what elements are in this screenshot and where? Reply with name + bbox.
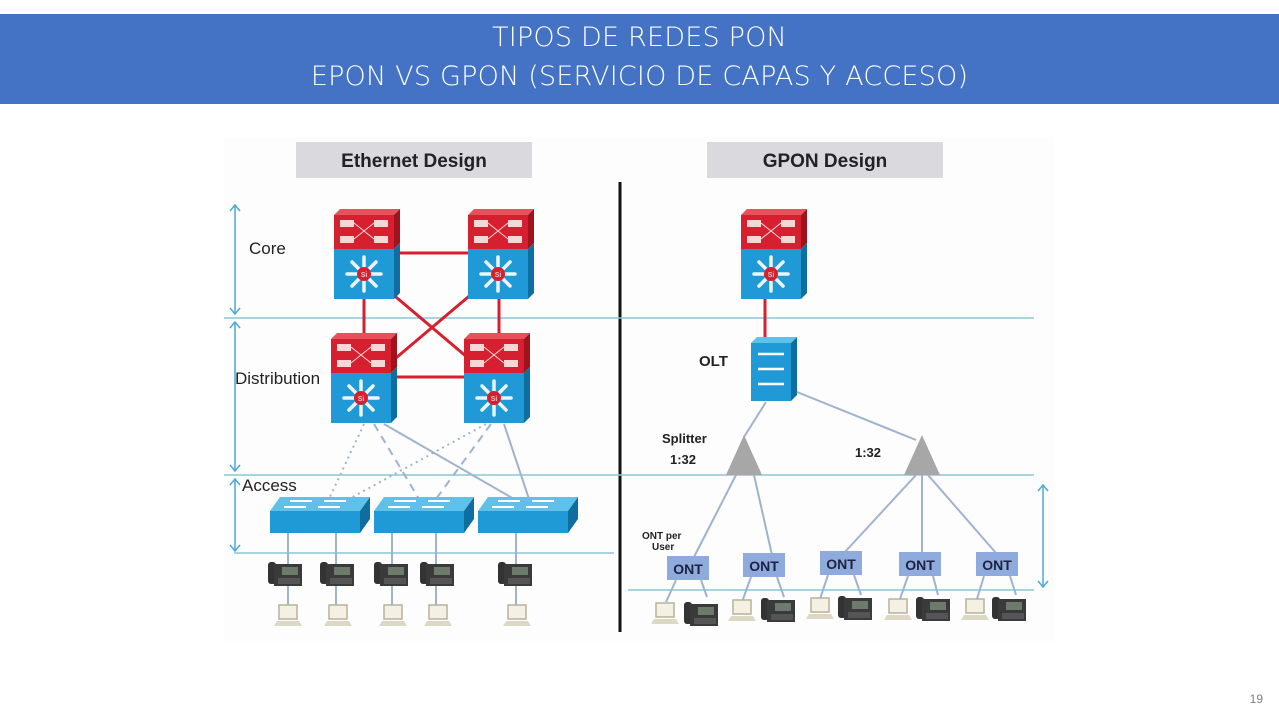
phone-icon	[320, 562, 354, 586]
gpon-header-box	[707, 142, 943, 178]
splitter-ont-links	[693, 474, 997, 558]
red-links	[362, 251, 767, 379]
splitter-ratio-1: 1:32	[670, 452, 696, 467]
layer-label-distribution: Distribution	[235, 369, 320, 388]
ont-list: ONT ONT ONT ONT ONT	[667, 551, 1018, 580]
computer-icon	[378, 604, 408, 627]
slide-title: TIPOS DE REDES PON	[492, 22, 787, 53]
core-switch-1	[332, 207, 402, 301]
phone-icon	[420, 562, 454, 586]
phone-icon	[268, 562, 302, 586]
computer-icon	[273, 604, 303, 627]
ethernet-header-box	[296, 142, 532, 178]
layer-label-core: Core	[249, 239, 286, 258]
ont-endpoint-links	[665, 574, 1017, 603]
phone-icon	[374, 562, 408, 586]
diagram-svg: Si Ethernet Design GPON Design	[224, 142, 1049, 632]
computer-icon	[323, 604, 353, 627]
computer-icon	[502, 604, 532, 627]
olt-label: OLT	[699, 353, 728, 370]
ont-per-user-label-2: User	[652, 542, 674, 553]
olt-splitter-links	[743, 391, 917, 441]
access-switch-3	[477, 496, 579, 534]
splitter-ratio-2: 1:32	[855, 445, 881, 460]
svg-text:ONT: ONT	[749, 558, 779, 574]
gpon-header: GPON Design	[763, 151, 888, 172]
svg-text:ONT: ONT	[673, 561, 703, 577]
ont-3: ONT	[820, 551, 862, 575]
svg-text:ONT: ONT	[982, 557, 1012, 573]
gpon-core-switch	[739, 207, 809, 301]
svg-text:ONT: ONT	[826, 556, 856, 572]
network-design-diagram: Si Ethernet Design GPON Design	[224, 137, 1054, 642]
splitter-label: Splitter	[662, 431, 707, 446]
access-switch-2	[373, 496, 475, 534]
computer-icon	[805, 597, 835, 620]
computer-icon	[960, 598, 990, 621]
eth-phones	[268, 562, 532, 586]
phone-icon	[838, 596, 872, 620]
svg-text:ONT: ONT	[905, 557, 935, 573]
access-links	[328, 423, 530, 500]
access-switch-1	[269, 496, 371, 534]
slide-title-bar: TIPOS DE REDES PON EPON VS GPON (SERVICI…	[0, 14, 1279, 104]
ont-5: ONT	[976, 552, 1018, 576]
computer-icon	[650, 602, 680, 625]
ont-4: ONT	[899, 552, 941, 576]
phone-icon	[992, 597, 1026, 621]
computer-icon	[727, 599, 757, 622]
distribution-switch-1	[329, 331, 399, 425]
layer-label-access: Access	[242, 476, 297, 495]
splitter-1	[726, 435, 762, 475]
ont-2: ONT	[743, 553, 785, 577]
phone-icon	[498, 562, 532, 586]
olt-device	[751, 337, 797, 401]
computer-icon	[423, 604, 453, 627]
slide-subtitle: EPON VS GPON (SERVICIO DE CAPAS Y ACCESO…	[310, 61, 969, 92]
ont-1: ONT	[667, 556, 709, 580]
distribution-switch-2	[462, 331, 532, 425]
ethernet-header: Ethernet Design	[341, 151, 487, 172]
eth-computers	[273, 604, 532, 627]
page-number: 19	[1249, 692, 1263, 706]
core-switch-2	[466, 207, 536, 301]
computer-icon	[883, 598, 913, 621]
splitter-2	[904, 435, 940, 475]
ont-per-user-label-1: ONT per	[642, 531, 682, 542]
phone-icon	[916, 597, 950, 621]
phone-icon	[761, 598, 795, 622]
layer-arrows	[229, 203, 1049, 589]
phone-icon	[684, 602, 718, 626]
